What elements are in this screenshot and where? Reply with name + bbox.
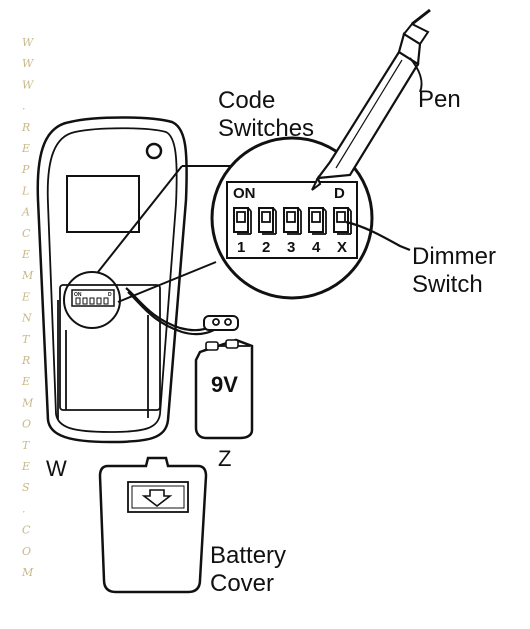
dip-switch-4[interactable] (308, 207, 327, 235)
watermark-letter: L (21, 184, 29, 197)
battery-compartment (59, 284, 161, 411)
mini-dip-lever (96, 297, 102, 305)
dip-switch-1[interactable] (233, 207, 252, 235)
watermark-letter: . (22, 100, 26, 113)
watermark-letter: W (22, 57, 35, 70)
watermark-letter: N (21, 312, 32, 325)
code-switches-label-line2: Switches (218, 115, 314, 142)
watermark-letter: W (22, 78, 35, 91)
watermark-letter: O (22, 418, 31, 431)
dimmer-label-line1: Dimmer (412, 243, 496, 270)
watermark-letter: M (21, 396, 34, 409)
watermark-letter: E (21, 375, 30, 388)
watermark-letter: W (22, 36, 35, 49)
dimmer-label-line2: Switch (412, 271, 483, 298)
dip-switch-2[interactable] (258, 207, 277, 235)
watermark-letter: M (21, 566, 34, 579)
battery-wire (125, 287, 239, 336)
watermark-letter: O (22, 545, 31, 558)
watermark-letter: E (21, 290, 30, 303)
battery-cover-label-line2: Cover (210, 570, 274, 597)
watermark-letter: S (22, 481, 30, 494)
dip-switch-number-4: 4 (312, 239, 321, 256)
mini-dip-lever (75, 297, 81, 305)
watermark-letter: M (21, 269, 34, 282)
battery-cover-label-line1: Battery (210, 542, 286, 569)
dip-switch-number-2: 2 (262, 239, 270, 256)
watermark-letter: C (22, 227, 31, 240)
remote-indicator-circle (145, 142, 163, 160)
mini-dip-on-label: ON (74, 292, 82, 298)
watermark-letter: T (22, 333, 31, 346)
watermark-letter: E (21, 248, 30, 261)
mini-dip-lever (89, 297, 95, 305)
9v-battery: 9V (194, 338, 254, 440)
dip-d-label: D (334, 185, 345, 202)
watermark-letter: E (21, 460, 30, 473)
pen-illustration (311, 8, 431, 191)
mini-dip-d-label: D (108, 292, 112, 298)
slide-down-arrow-icon (141, 489, 173, 508)
battery-cover (98, 456, 208, 594)
dip-switch-number-1: 1 (237, 239, 245, 256)
mini-dip-switch: ON D (71, 289, 115, 307)
watermark-letter: C (22, 524, 31, 537)
dip-switch-X[interactable] (333, 207, 352, 235)
remote-label: W (46, 456, 67, 481)
watermark-letter: P (21, 163, 30, 176)
watermark-letter: T (22, 439, 31, 452)
watermark-letter: . (22, 502, 26, 515)
dip-on-label: ON (233, 185, 256, 202)
dimmer-pointer-line (345, 220, 411, 252)
code-switches-label-line1: Code (218, 87, 275, 114)
watermark-letter: R (21, 354, 30, 367)
watermark-letter: R (21, 121, 30, 134)
battery-snap-connector (203, 315, 239, 331)
mini-dip-lever (103, 297, 109, 305)
watermark-letter: A (21, 206, 30, 219)
battery-voltage-label: 9V (211, 372, 238, 397)
dip-switch-number-X: X (337, 239, 347, 256)
remote-display-window (66, 175, 140, 233)
battery-label: Z (218, 446, 231, 471)
mini-dip-lever (82, 297, 88, 305)
watermark-letter: E (21, 142, 30, 155)
dip-switch-3[interactable] (283, 207, 302, 235)
dip-switch-number-3: 3 (287, 239, 295, 256)
pen-label: Pen (418, 86, 461, 113)
